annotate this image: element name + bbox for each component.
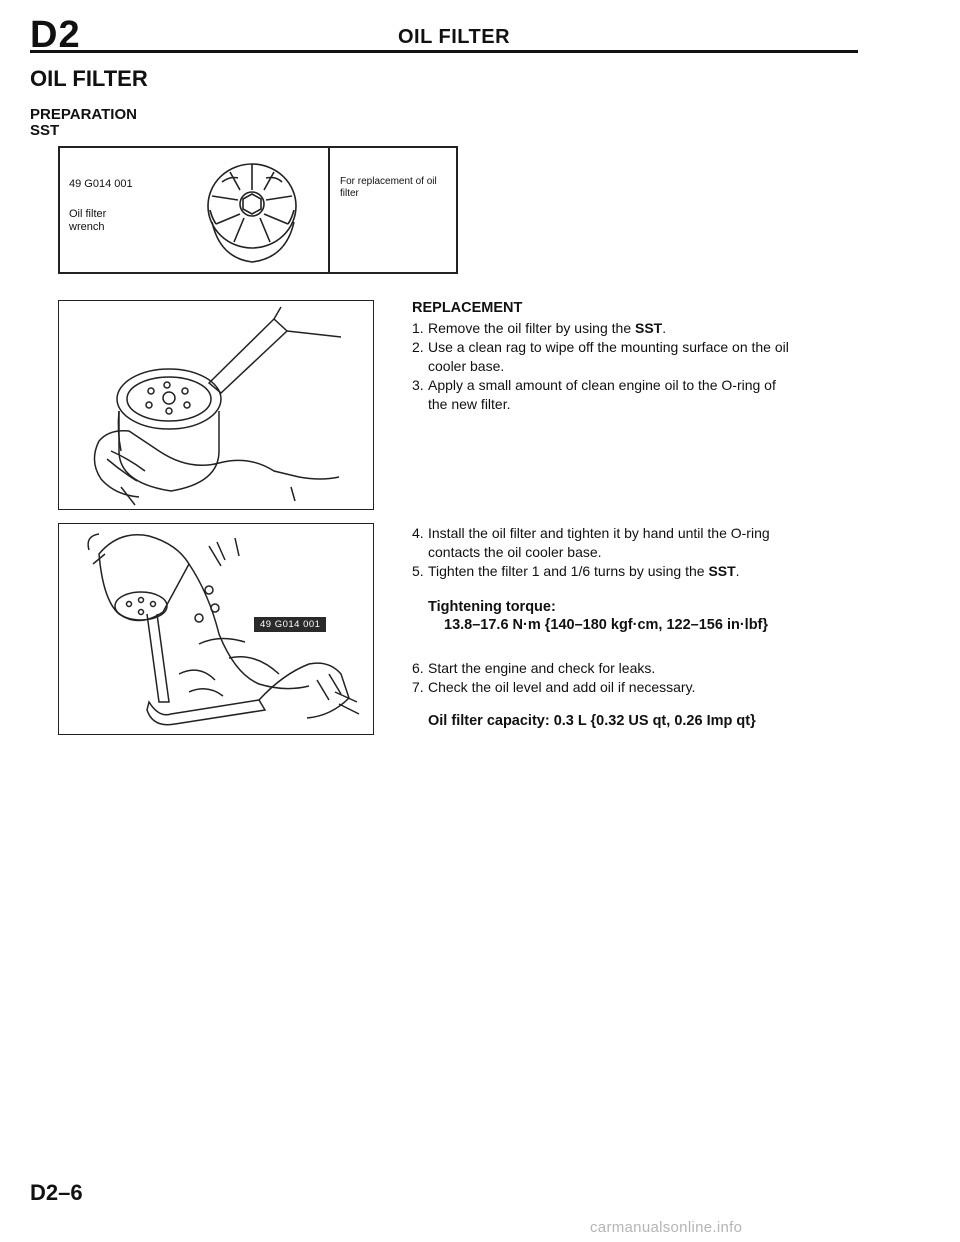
section-code: D2 — [30, 14, 81, 56]
page-title: OIL FILTER — [30, 66, 148, 91]
oil-filter-oring-illustration — [93, 306, 342, 506]
sst-divider — [328, 148, 330, 272]
step-4: 4.Install the oil filter and tighten it … — [412, 524, 862, 562]
step-5: 5.Tighten the filter 1 and 1/6 turns by … — [412, 562, 862, 581]
sst-heading: SST — [30, 122, 60, 139]
figure-apply-oil-oring — [58, 300, 374, 510]
replacement-heading: REPLACEMENT — [412, 300, 523, 316]
preparation-heading: PREPARATION — [30, 106, 137, 123]
sst-part-name: Oil filter wrench — [69, 208, 107, 233]
step-text-continued: contacts the oil cooler base. — [428, 544, 602, 560]
step-text: Check the oil level and add oil if neces… — [428, 679, 696, 695]
step-number: 2. — [412, 339, 424, 355]
step-text-continued: cooler base. — [428, 358, 505, 374]
oil-filter-wrench-icon — [207, 163, 297, 263]
step-number: 3. — [412, 377, 424, 393]
sst-usage: For replacement of oil filter — [340, 176, 437, 199]
step-text: Start the engine and check for leaks. — [428, 660, 656, 676]
step-number: 6. — [412, 660, 424, 676]
step-text: Tighten the filter 1 and 1/6 turns by us… — [428, 563, 709, 579]
watermark: carmanualsonline.info — [590, 1219, 743, 1236]
oil-capacity-note: Oil filter capacity: 0.3 L {0.32 US qt, … — [428, 713, 756, 729]
torque-label: Tightening torque: — [428, 599, 556, 615]
step-text-tail: . — [735, 563, 740, 579]
step-3: 3.Apply a small amount of clean engine o… — [412, 376, 862, 414]
step-number: 5. — [412, 563, 424, 579]
step-2: 2.Use a clean rag to wipe off the mounti… — [412, 338, 862, 376]
step-text: Remove the oil filter by using the — [428, 320, 635, 336]
torque-value: 13.8–17.6 N·m {140–180 kgf·cm, 122–156 i… — [444, 617, 769, 633]
figure-tighten-filter — [58, 523, 374, 735]
step-text: Use a clean rag to wipe off the mounting… — [428, 339, 789, 355]
step-number: 4. — [412, 525, 424, 541]
header-title: OIL FILTER — [398, 26, 511, 48]
page-number: D2–6 — [30, 1180, 83, 1205]
header-rule — [30, 50, 858, 53]
step-text-tail: . — [662, 320, 667, 336]
sst-reference: SST — [708, 563, 736, 579]
step-1: 1.Remove the oil filter by using the SST… — [412, 319, 862, 338]
tighten-filter-illustration — [87, 533, 360, 726]
sst-table: 49 G014 001 Oil filter wrench For replac… — [58, 146, 458, 274]
step-6: 6.Start the engine and check for leaks. — [412, 659, 862, 678]
step-text-continued: the new filter. — [428, 396, 511, 412]
sst-callout-label: 49 G014 001 — [254, 617, 327, 632]
step-7: 7.Check the oil level and add oil if nec… — [412, 678, 862, 697]
step-text: Apply a small amount of clean engine oil… — [428, 377, 776, 393]
sst-part-number: 49 G014 001 — [69, 178, 133, 190]
step-number: 7. — [412, 679, 424, 695]
sst-reference: SST — [635, 320, 663, 336]
step-number: 1. — [412, 320, 424, 336]
step-text: Install the oil filter and tighten it by… — [428, 525, 770, 541]
